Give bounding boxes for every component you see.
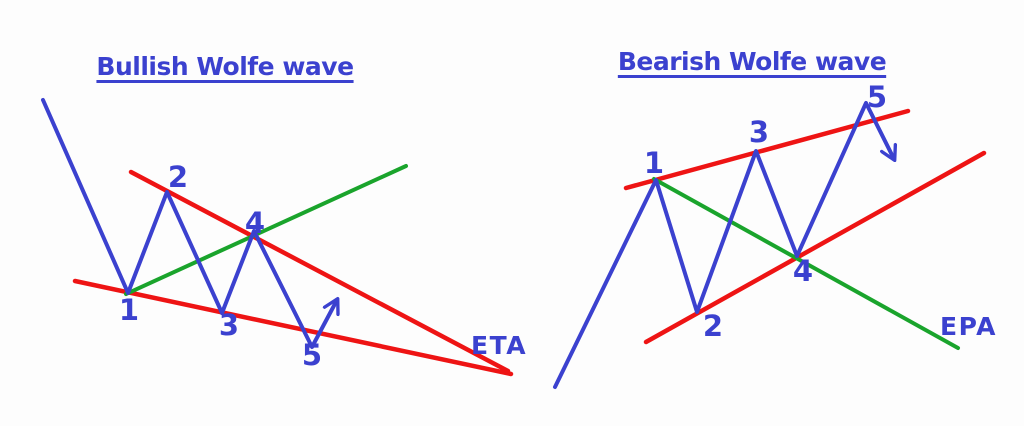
bearish-epa-label: EPA [940, 312, 997, 341]
bullish-point-label-2: 2 [167, 160, 189, 194]
bullish-price-wave [41, 98, 337, 349]
bullish-title: Bullish Wolfe wave [96, 52, 354, 81]
bearish-point-label-3: 3 [748, 115, 770, 149]
bearish-point-label-2: 2 [702, 309, 724, 343]
bullish-point-label-4: 4 [244, 206, 266, 240]
bullish-wolfe-diagram [41, 98, 514, 377]
bullish-trendline-1-3 [72, 278, 514, 377]
bullish-eta-label: ETA [471, 331, 528, 360]
bullish-trendline-2-4 [128, 169, 511, 374]
bullish-point-label-1: 1 [118, 293, 140, 327]
bearish-trendline-1-3 [623, 108, 911, 191]
bullish-point-label-5: 5 [301, 338, 323, 372]
bearish-target-line-1-4 [652, 177, 960, 350]
bearish-trendline-2-4 [643, 150, 987, 345]
bearish-title: Bearish Wolfe wave [617, 47, 887, 76]
bearish-point-label-1: 1 [643, 146, 665, 180]
bearish-wolfe-diagram [553, 101, 987, 389]
bullish-point-label-3: 3 [218, 308, 240, 342]
bearish-point-label-5: 5 [866, 80, 888, 114]
bearish-price-wave [553, 101, 894, 389]
bearish-point-label-4: 4 [792, 254, 814, 288]
bullish-target-line-1-4 [124, 164, 408, 296]
